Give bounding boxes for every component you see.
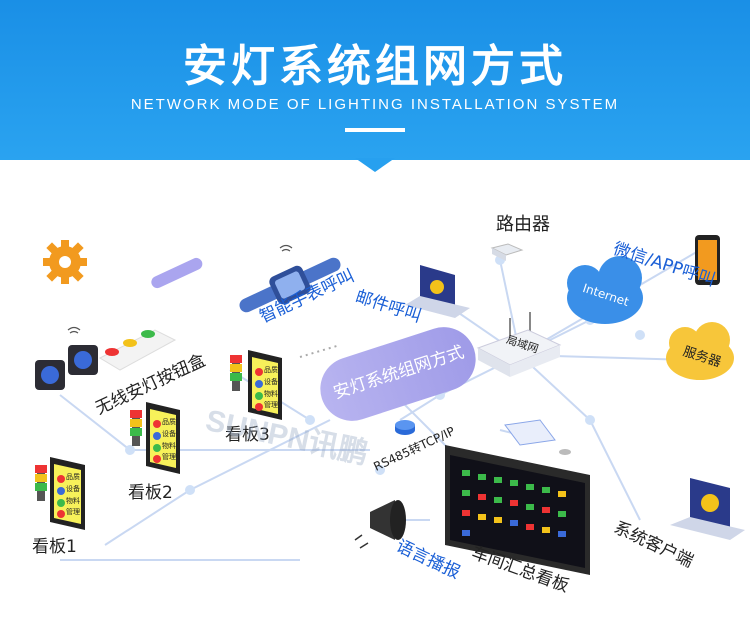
board3-row-3: 管理 [264,401,278,409]
decorative-bar [151,257,203,289]
board2-icon [130,402,180,474]
router-label: 路由器 [496,214,550,235]
gear-icon [43,240,87,284]
board1-label: 看板1 [32,537,77,557]
wifi-icon [67,244,293,334]
board2-row-3: 管理 [162,453,176,461]
keyboard-icon [504,419,571,455]
board2-label: 看板2 [128,483,173,503]
board1-row-0: 品质 [66,473,80,481]
banner-notch [355,158,395,172]
board1-row-2: 物料 [66,497,80,505]
internet-cloud-icon [567,256,643,324]
phone-icon [695,235,720,285]
board3-label: 看板3 [225,425,270,445]
workshop-board-icon [445,445,590,575]
lan-device-icon [476,312,562,377]
board1-row-1: 设备 [66,485,80,493]
dotted-connector [299,344,341,358]
client-laptop-icon [670,478,745,540]
board1-row-3: 管理 [66,508,80,516]
board3-row-1: 设备 [264,378,278,386]
board2-row-2: 物料 [162,442,176,450]
rs485-converter-icon [395,420,415,435]
board3-row-2: 物料 [264,390,278,398]
page-subtitle: NETWORK MODE OF LIGHTING INSTALLATION SY… [130,96,620,113]
laptop-icon [405,265,470,318]
board2-row-1: 设备 [162,430,176,438]
server-cloud-icon [666,322,734,380]
speaker-icon [354,500,406,549]
title-underline [345,128,405,132]
board2-row-0: 品质 [162,418,176,426]
board3-row-0: 品质 [264,366,278,374]
board-status-dots [57,368,263,518]
button-box-icon [35,329,177,390]
header-banner [0,0,750,160]
router-icon [490,243,524,261]
smart-watch-icon [239,257,341,313]
page-title: 安灯系统组网方式 [183,41,567,92]
